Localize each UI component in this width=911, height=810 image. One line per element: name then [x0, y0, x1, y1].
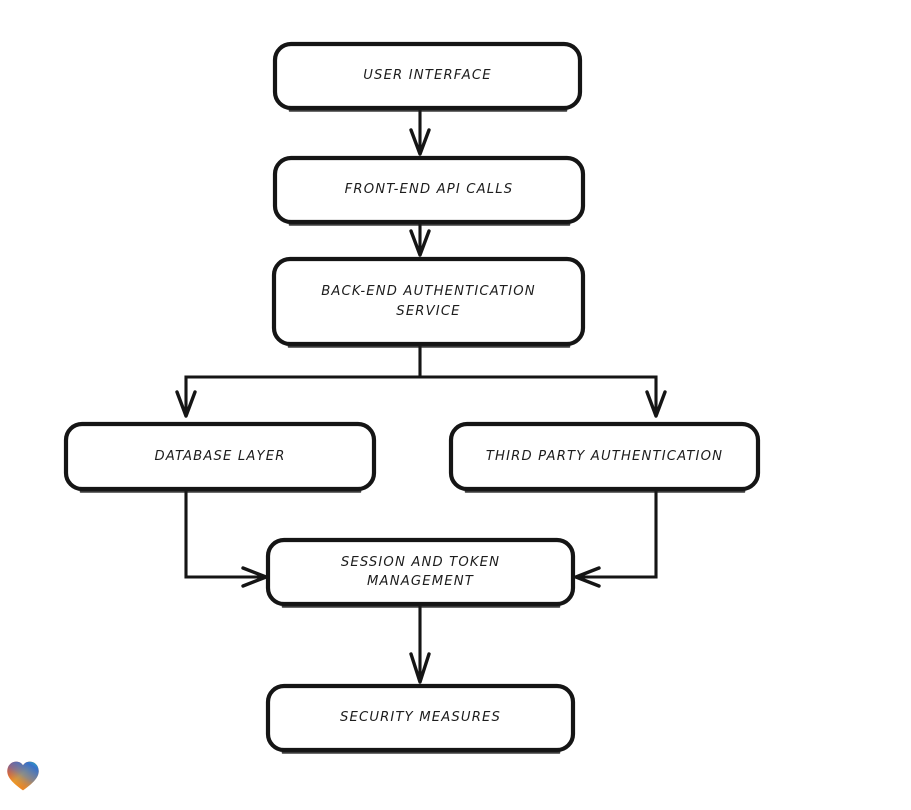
- edge-ui-to-api: [409, 108, 431, 156]
- edge-database-to-session: [184, 489, 268, 588]
- edge-api-to-backend: [409, 222, 431, 257]
- edge-session-to-security: [409, 604, 431, 684]
- node-user-interface[interactable]: [272, 41, 583, 112]
- heart-icon: [7, 761, 39, 791]
- node-security-measures[interactable]: [265, 683, 576, 754]
- edge-thirdparty-to-session: [574, 489, 658, 588]
- edge-backend-to-database: [175, 344, 422, 418]
- node-database-layer[interactable]: [63, 421, 377, 493]
- node-back-end-authentication-service[interactable]: [271, 256, 586, 348]
- node-third-party-authentication[interactable]: [448, 421, 761, 493]
- node-front-end-api-calls[interactable]: [272, 155, 586, 226]
- node-session-and-token-management[interactable]: [265, 537, 576, 608]
- edge-backend-to-thirdparty: [420, 375, 667, 418]
